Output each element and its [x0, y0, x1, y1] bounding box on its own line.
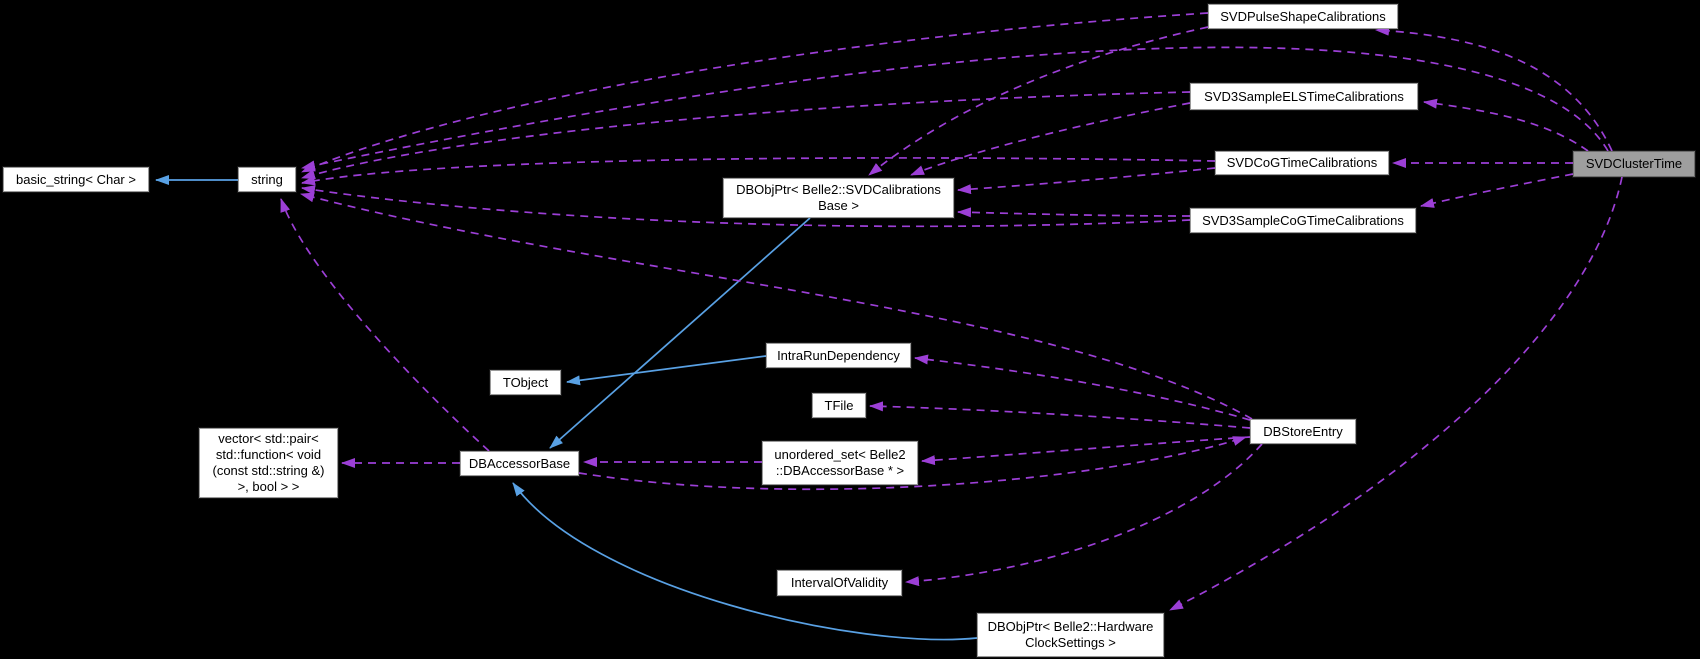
node-intrarun[interactable]: IntraRunDependency	[766, 343, 911, 368]
edge-cluster-to-string	[301, 46, 1609, 171]
edge-cluster-to-dbobjptr_hw	[1169, 176, 1623, 611]
node-string[interactable]: string	[238, 167, 296, 192]
node-iov[interactable]: IntervalOfValidity	[777, 570, 902, 596]
edge-pulse-to-string	[301, 12, 1209, 173]
edge-dbaccessor-to-dbstore	[578, 436, 1247, 491]
node-pulse[interactable]: SVDPulseShapeCalibrations	[1208, 4, 1398, 29]
edge-cluster-to-cog3	[1420, 173, 1574, 208]
edge-dbobjptr_svdcal-to-dbaccessor	[549, 217, 811, 449]
edge-els-to-string	[301, 91, 1191, 180]
node-tobject[interactable]: TObject	[490, 370, 561, 395]
node-dbstore[interactable]: DBStoreEntry	[1250, 419, 1356, 444]
edge-cog3-to-dbobjptr_svdcal	[957, 207, 1191, 218]
node-cog[interactable]: SVDCoGTimeCalibrations	[1215, 151, 1389, 175]
node-basic_string[interactable]: basic_string< Char >	[3, 167, 149, 192]
node-vector[interactable]: vector< std::pair< std::function< void (…	[199, 428, 338, 498]
edge-dbstore-to-uset	[921, 436, 1251, 466]
edge-dbstore-to-tfile	[869, 401, 1251, 429]
node-els[interactable]: SVD3SampleELSTimeCalibrations	[1190, 83, 1418, 110]
edge-els-to-dbobjptr_svdcal	[910, 102, 1191, 176]
node-cluster: SVDClusterTime	[1573, 151, 1695, 177]
edge-cluster-to-els	[1423, 98, 1589, 152]
node-dbaccessor[interactable]: DBAccessorBase	[460, 451, 579, 476]
node-dbobjptr_hw[interactable]: DBObjPtr< Belle2::Hardware ClockSettings…	[977, 613, 1164, 657]
edge-cog-to-string	[301, 157, 1216, 186]
edge-dbstore-to-intrarun	[914, 354, 1251, 421]
node-cog3[interactable]: SVD3SampleCoGTimeCalibrations	[1190, 208, 1416, 233]
node-tfile[interactable]: TFile	[812, 393, 866, 418]
edge-pulse-to-dbobjptr_svdcal	[868, 26, 1209, 176]
node-dbobjptr_svdcal[interactable]: DBObjPtr< Belle2::SVDCalibrations Base >	[723, 178, 954, 218]
edge-dbobjptr_hw-to-dbaccessor	[512, 482, 978, 641]
node-uset[interactable]: unordered_set< Belle2 ::DBAccessorBase *…	[762, 441, 918, 485]
edge-cog-to-dbobjptr_svdcal	[957, 167, 1216, 195]
edge-dbaccessor-to-string	[280, 198, 490, 452]
edge-dbstore-to-iov	[905, 443, 1263, 587]
edge-dbstore-to-string	[300, 192, 1253, 420]
edge-intrarun-to-tobject	[566, 355, 767, 386]
edge-cluster-to-pulse	[1375, 25, 1613, 152]
